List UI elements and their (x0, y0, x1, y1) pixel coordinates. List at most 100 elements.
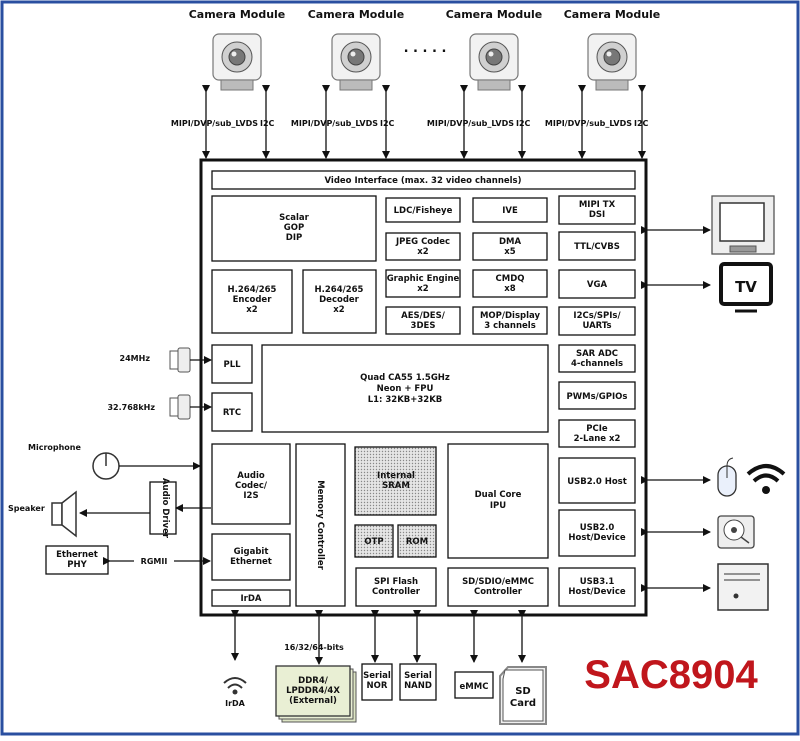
camera-module-2: Camera Module MIPI/DVP/sub_LVDS I2C (291, 8, 404, 128)
camera-title: Camera Module (308, 8, 405, 21)
irda-block: IrDA (211, 589, 291, 607)
camera-ctrl-label: I2C (634, 119, 649, 128)
wifi-icon (746, 464, 786, 494)
svg-text:PLL: PLL (223, 360, 241, 370)
svg-text:eMMC: eMMC (460, 682, 489, 692)
usb20-host-block: USB2.0 Host (558, 457, 636, 504)
camera-ellipsis: . . . . . (404, 41, 447, 56)
svg-text:RTC: RTC (223, 408, 241, 418)
svg-text:VGA: VGA (587, 280, 608, 290)
camera-bus-label: MIPI/DVP/sub_LVDS (545, 119, 632, 128)
audio-driver-label: Audio Driver (160, 478, 170, 539)
ldc-block: LDC/Fisheye (385, 197, 461, 223)
svg-text:ROM: ROM (406, 537, 428, 547)
hard-drive-icon (717, 515, 755, 549)
microphone-icon (92, 452, 120, 480)
svg-text:PWMs/GPIOs: PWMs/GPIOs (567, 392, 628, 402)
camera-ctrl-label: I2C (516, 119, 531, 128)
tv-label: TV (735, 278, 757, 296)
clock-24mhz: 24MHz (120, 347, 212, 373)
microphone-label: Microphone (28, 443, 82, 452)
camera-bus-arrows (202, 85, 646, 159)
svg-text:LDC/Fisheye: LDC/Fisheye (394, 206, 453, 216)
speaker-icon (51, 490, 77, 538)
tv-icon: TV (719, 262, 773, 313)
svg-text:IVE: IVE (502, 206, 518, 216)
dram-bus-label: 16/32/64-bits (284, 643, 344, 652)
audio-driver-block: Audio Driver (149, 478, 177, 539)
mouse-icon (717, 457, 737, 497)
pwm-gpio-block: PWMs/GPIOs (558, 381, 636, 410)
otp-block: OTP (354, 524, 394, 558)
memory-controller-label: Memory Controller (315, 480, 325, 570)
aes-des-block: AES/DES/3DES (385, 306, 461, 335)
camera-module-3: Camera Module MIPI/DVP/sub_LVDS I2C (427, 8, 542, 128)
irda-ext-label: IrDA (225, 699, 246, 708)
irda-signal-icon (223, 677, 247, 695)
clock-32khz: 32.768kHz (107, 394, 212, 420)
clock-24mhz-label: 24MHz (120, 354, 151, 363)
svg-text:OTP: OTP (364, 537, 383, 547)
i2c-spi-uart-block: I2Cs/SPIs/UARTs (558, 306, 636, 336)
dram-block: DDR4/LPDDR4/4X(External) (275, 665, 357, 723)
vga-block: VGA (558, 269, 636, 299)
camera-module-4: Camera Module MIPI/DVP/sub_LVDS I2C (545, 8, 660, 128)
camera-icon (331, 33, 381, 91)
camera-bus-label: MIPI/DVP/sub_LVDS (291, 119, 378, 128)
svg-text:DDR4/LPDDR4/4X(External): DDR4/LPDDR4/4X(External) (286, 676, 340, 706)
crystal-icon (169, 347, 191, 373)
clock-32khz-label: 32.768kHz (107, 403, 155, 412)
rgmii-label: RGMII (141, 557, 168, 566)
svg-text:USB2.0 Host: USB2.0 Host (567, 477, 627, 487)
monitor-icon (711, 195, 775, 255)
ttl-cvbs-block: TTL/CVBS (558, 231, 636, 261)
ive-block: IVE (472, 197, 548, 223)
video-interface-block: Video Interface (max. 32 video channels) (211, 170, 636, 190)
svg-text:I2Cs/SPIs/UARTs: I2Cs/SPIs/UARTs (573, 311, 621, 331)
camera-module-1: Camera Module MIPI/DVP/sub_LVDS I2C (171, 8, 285, 128)
camera-icon (212, 33, 262, 91)
pll-block: PLL (211, 344, 253, 384)
svg-text:IrDA: IrDA (241, 594, 262, 604)
camera-icon (587, 33, 637, 91)
memory-controller-block: Memory Controller (295, 443, 346, 607)
camera-title: Camera Module (189, 8, 286, 21)
